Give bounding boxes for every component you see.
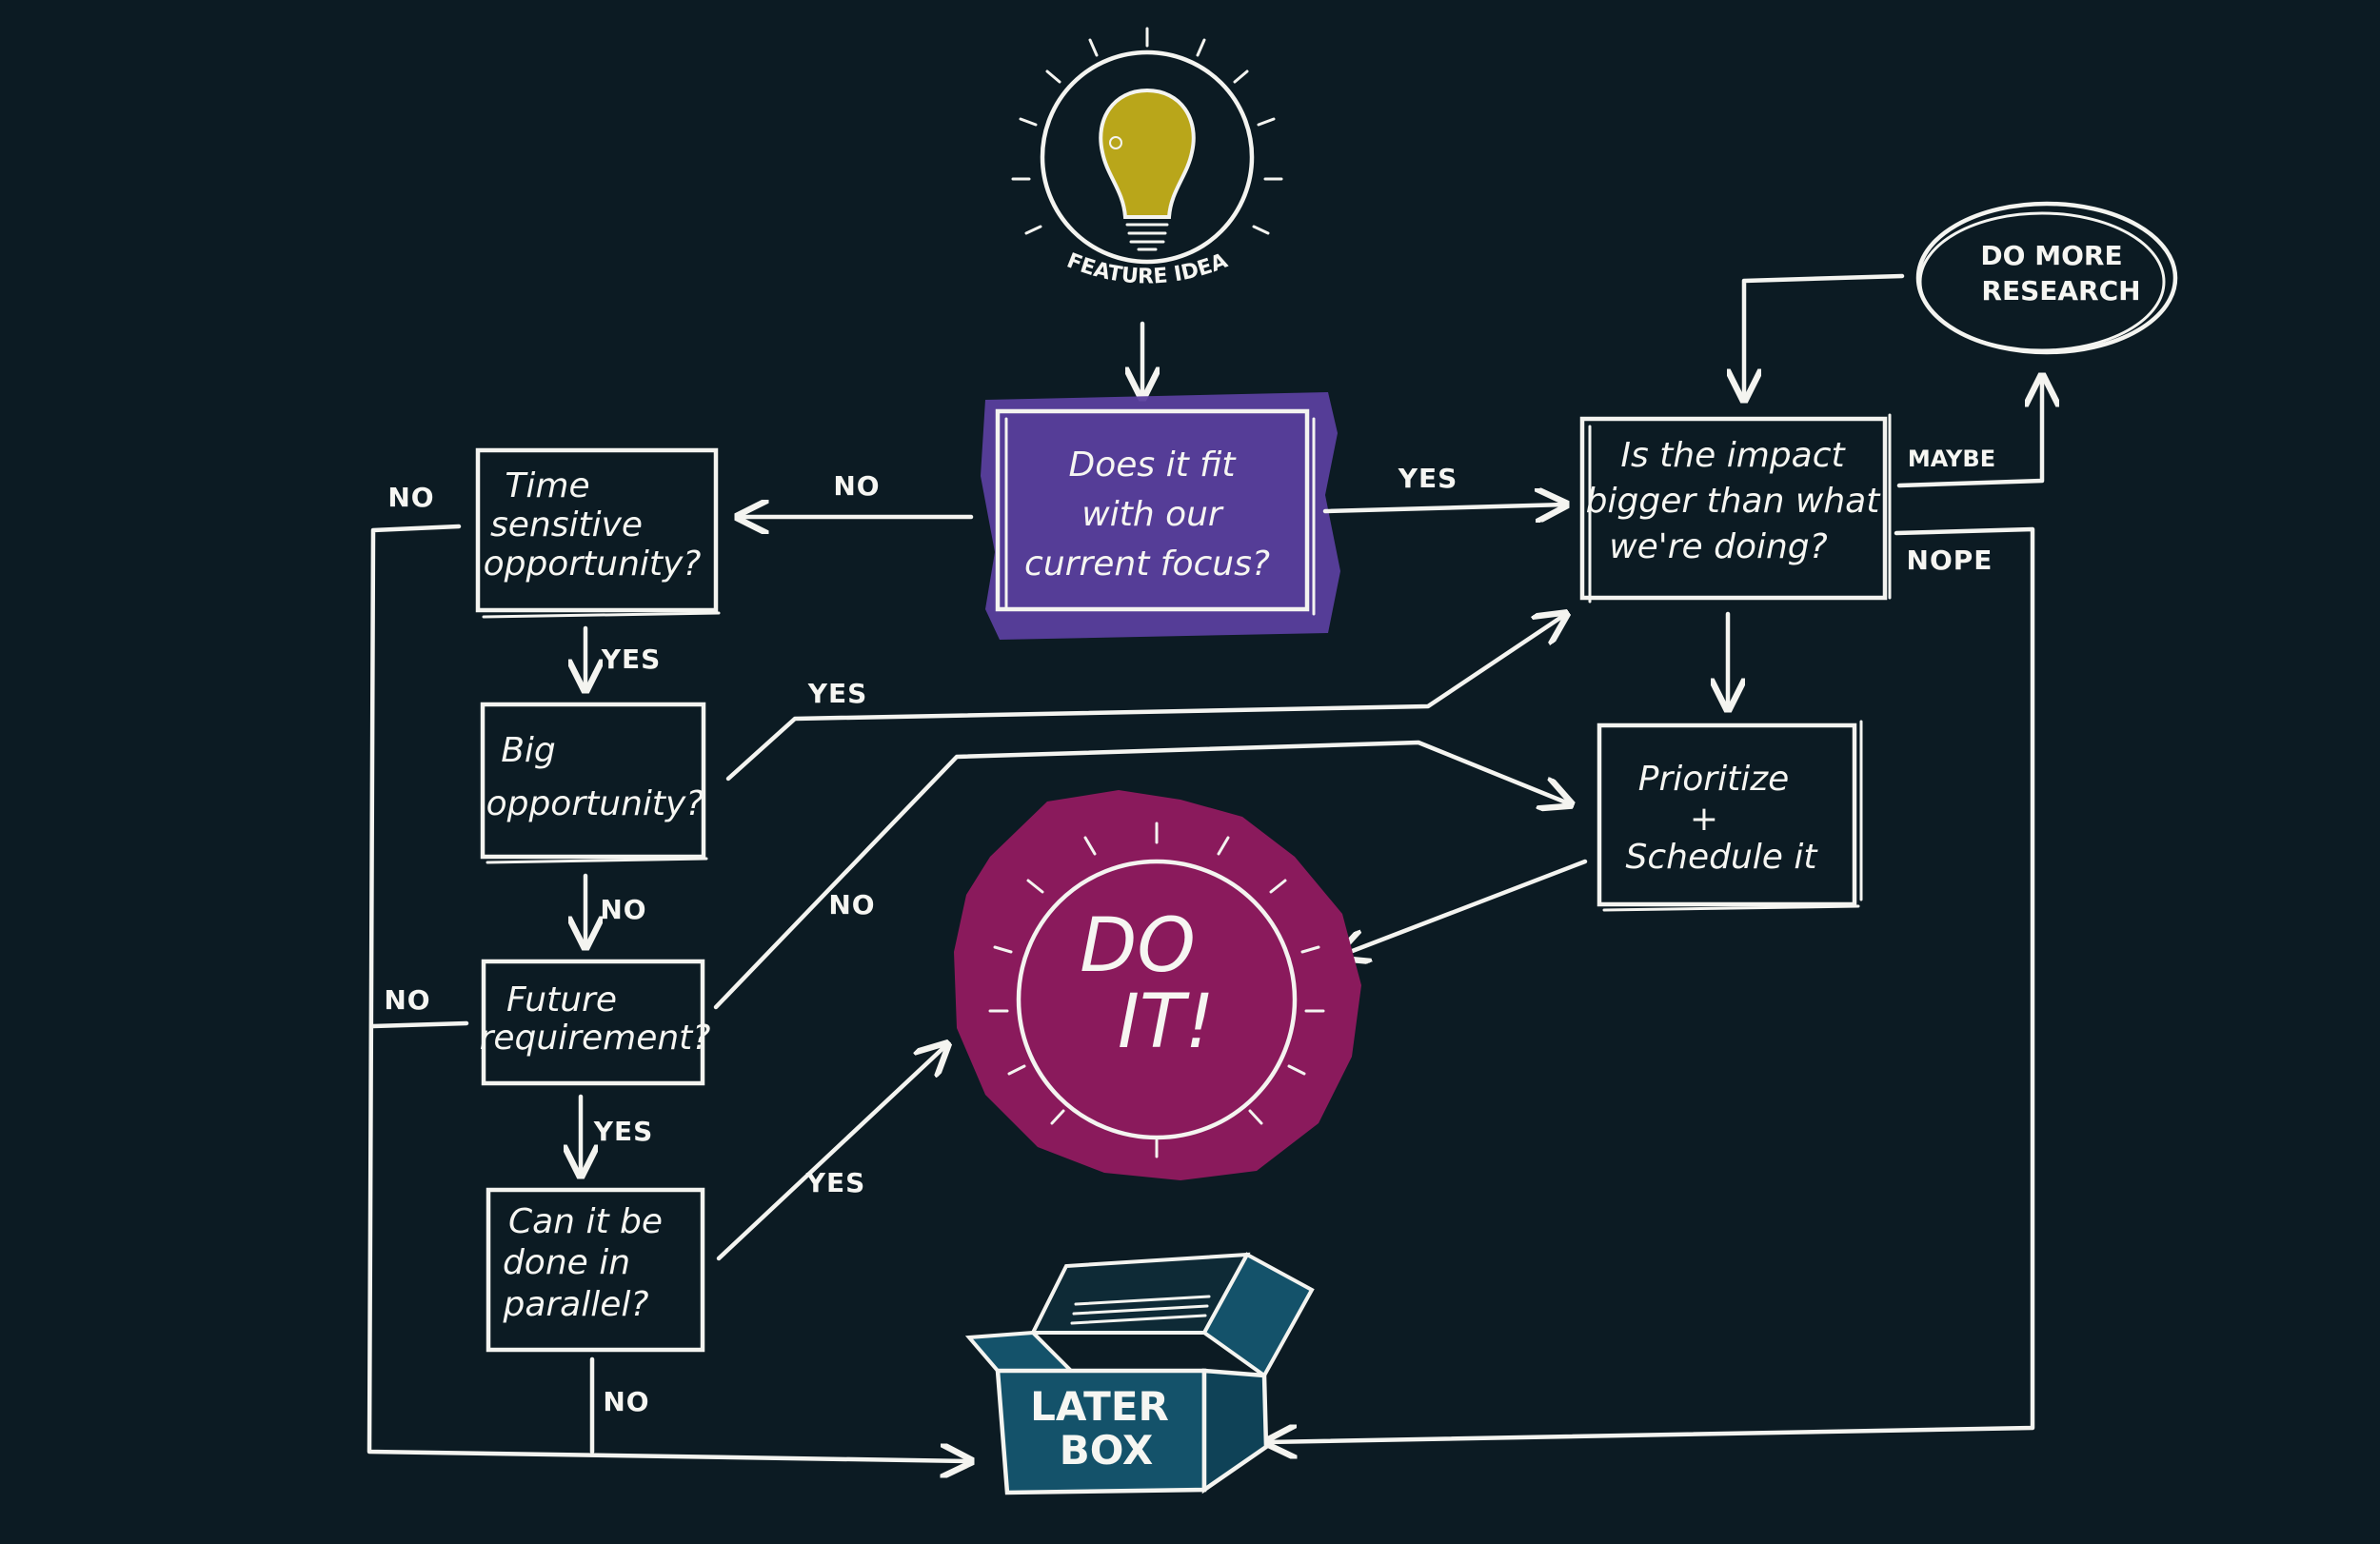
prioritize-node: Prioritize + Schedule it [1597,720,1863,912]
edge-impact-nope [1266,526,2035,1442]
edge-big-no-label: NO [600,894,646,925]
edge-impact-nope-label: NOPE [1907,544,1993,576]
edge-impact-maybe [1896,376,2042,488]
parallel-line-2: done in [503,1243,630,1282]
impact-line-3: we're doing? [1609,527,1828,566]
prioritize-line-2: + [1690,800,1718,839]
fit-focus-fill [981,392,1340,640]
fit-focus-box [995,408,1310,612]
time-sensitive-line-3: opportunity? [484,544,702,584]
edge-time-yes-label: YES [601,643,662,675]
edge-prioritize-to-doit [1338,859,1588,957]
prioritize-box [1597,723,1857,907]
fit-focus-line-3: current focus? [1024,544,1270,584]
edge-time-no [367,524,971,1461]
fit-focus-node: Does it fit with our current focus? [981,392,1340,640]
bulb-icon [1099,88,1196,219]
time-sensitive-line-1: Time [505,466,589,505]
fit-focus-line-2: with our [1081,495,1224,534]
parallel-line-3: parallel? [502,1285,648,1324]
parallel-node: Can it be done in parallel? [486,1187,705,1353]
later-box-node: LATER BOX [964,1252,1315,1495]
impact-box [1579,416,1888,601]
edge-fit-no-label: NO [833,470,880,502]
bulb-circle [1040,49,1255,265]
fit-focus-line-1: Does it fit [1068,445,1237,485]
do-it-circle [1016,859,1298,1140]
research-line-2: RESEARCH [1981,275,2140,307]
edge-impact-maybe-label: MAYBE [1908,445,1995,472]
edge-future-no-diag [713,740,1571,1010]
edge-parallel-yes-label: YES [805,1167,866,1198]
do-it-line-2: IT! [1118,980,1215,1065]
do-it-splash [954,790,1361,1180]
edge-future-no-left-label: NO [384,984,430,1016]
edge-big-yes-label: YES [807,678,868,709]
edge-time-no-label: NO [387,482,434,513]
later-box-line-1: LATER [1030,1383,1169,1430]
impact-line-1: Is the impact [1620,436,1846,475]
big-opportunity-line-1: Big [501,731,556,770]
future-requirement-node: Future requirement? [480,959,711,1086]
edge-future-yes-label: YES [593,1116,654,1147]
research-node: DO MORE RESEARCH [1915,201,2178,355]
impact-line-2: bigger than what [1586,482,1882,521]
do-it-line-1: DO [1080,903,1195,989]
bulb-rays [1011,27,1283,235]
edge-future-no-diag-label: NO [828,889,875,920]
edge-big-yes [725,614,1566,782]
prioritize-line-3: Schedule it [1626,838,1819,877]
prioritize-line-1: Prioritize [1638,760,1790,799]
later-box-line-2: BOX [1060,1427,1154,1474]
parallel-line-1: Can it be [508,1202,663,1241]
time-sensitive-box [475,447,719,613]
do-it-rays [988,821,1325,1158]
time-sensitive-node: Time sensitive opportunity? [475,447,721,619]
edge-research-to-impact [1744,273,1905,400]
future-requirement-line-1: Future [506,980,617,1019]
feature-idea-node: FEATURE IDEA [1011,27,1283,289]
research-line-1: DO MORE [1980,240,2122,271]
bulb-screw-icon [1125,223,1169,251]
big-opportunity-node: Big opportunity? [480,702,708,864]
big-opportunity-box [480,702,706,860]
time-sensitive-line-2: sensitive [490,505,643,544]
impact-node: Is the impact bigger than what we're doi… [1579,413,1892,604]
edge-fit-yes [1322,505,1566,511]
later-box-papers-icon [1070,1295,1211,1325]
big-opportunity-line-2: opportunity? [486,784,704,823]
parallel-box [486,1187,705,1353]
bulb-glint-icon [1109,136,1122,149]
future-requirement-line-2: requirement? [480,1019,711,1058]
do-it-node: DO IT! [954,790,1361,1180]
future-requirement-box [481,959,705,1086]
research-ellipse [1915,201,2178,355]
edge-future-no-left [370,1020,469,1029]
feature-idea-label: FEATURE IDEA [1063,249,1231,289]
edge-fit-yes-label: YES [1398,463,1458,494]
edge-parallel-no-label: NO [603,1386,649,1417]
edge-parallel-yes [716,1044,947,1261]
